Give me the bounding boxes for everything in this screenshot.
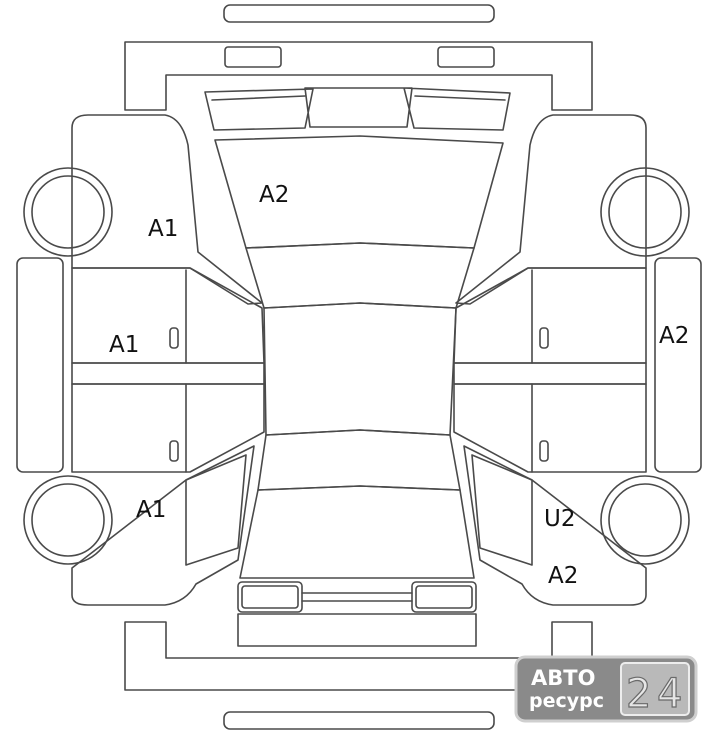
watermark-digit-2: 4 xyxy=(657,671,682,717)
right-front-door-handle xyxy=(539,327,549,349)
rear-bumper xyxy=(124,621,593,691)
rear-panel-lower xyxy=(237,613,477,647)
damage-mark-rear-left-fender: A1 xyxy=(136,497,166,523)
rear-bumper-strip xyxy=(223,711,495,730)
damage-mark-rear-right-fender: A2 xyxy=(548,563,578,589)
windshield xyxy=(245,242,475,309)
damage-mark-left-front-door: A1 xyxy=(109,332,139,358)
rear-left-fender xyxy=(71,445,255,606)
right-side-sill xyxy=(654,257,702,473)
front-grille xyxy=(204,87,511,131)
watermark-brand: АВТО xyxy=(531,666,595,690)
front-right-wheel-outer xyxy=(600,167,690,257)
right-rear-door xyxy=(453,383,647,473)
rear-right-fender xyxy=(463,445,647,606)
watermark-digit-frame xyxy=(620,662,690,716)
rear-window xyxy=(257,429,461,491)
front-left-headlight xyxy=(224,46,282,68)
left-middle-strip xyxy=(71,362,265,385)
left-rear-door-handle xyxy=(169,440,179,462)
rear-right-fender-panel xyxy=(471,454,533,566)
rear-left-wheel-inner xyxy=(31,483,105,557)
rear-right-taillight xyxy=(411,581,477,613)
front-left-wheel-inner xyxy=(31,175,105,249)
left-rear-door xyxy=(71,383,265,473)
front-left-wheel-outer xyxy=(23,167,113,257)
right-middle-strip xyxy=(453,362,647,385)
front-right-fender xyxy=(455,114,647,305)
damage-mark-right-side-sill: A2 xyxy=(659,323,689,349)
rear-right-wheel-inner xyxy=(608,483,682,557)
trunk-lid xyxy=(239,485,475,579)
rear-right-wheel-outer xyxy=(600,475,690,565)
left-front-door-handle xyxy=(169,327,179,349)
watermark-digit-1: 2 xyxy=(626,671,651,717)
right-rear-door-handle xyxy=(539,440,549,462)
front-left-fender xyxy=(71,114,263,305)
rear-left-taillight-inner xyxy=(241,585,299,609)
roof-panel xyxy=(263,302,457,436)
front-right-wheel-inner xyxy=(608,175,682,249)
watermark-logo: АВТО ресурс 2 4 xyxy=(514,655,698,723)
rear-left-fender-panel xyxy=(185,454,247,566)
left-front-door xyxy=(71,267,265,364)
rear-left-taillight xyxy=(237,581,303,613)
grille-left-inner xyxy=(211,95,306,101)
grille-right-inner xyxy=(414,95,506,101)
damage-mark-hood: A2 xyxy=(259,182,289,208)
rear-left-wheel-outer xyxy=(23,475,113,565)
left-side-sill xyxy=(16,257,64,473)
rear-panel-bar xyxy=(301,592,413,602)
front-right-headlight xyxy=(437,46,495,68)
watermark-sub: ресурс xyxy=(529,690,604,712)
damage-mark-front-left-fender: A1 xyxy=(148,216,178,242)
front-bumper xyxy=(124,41,593,111)
right-front-door xyxy=(453,267,647,364)
rear-right-taillight-inner xyxy=(415,585,473,609)
front-bumper-strip xyxy=(223,4,495,23)
damage-mark-rear-right-door: U2 xyxy=(544,506,575,532)
